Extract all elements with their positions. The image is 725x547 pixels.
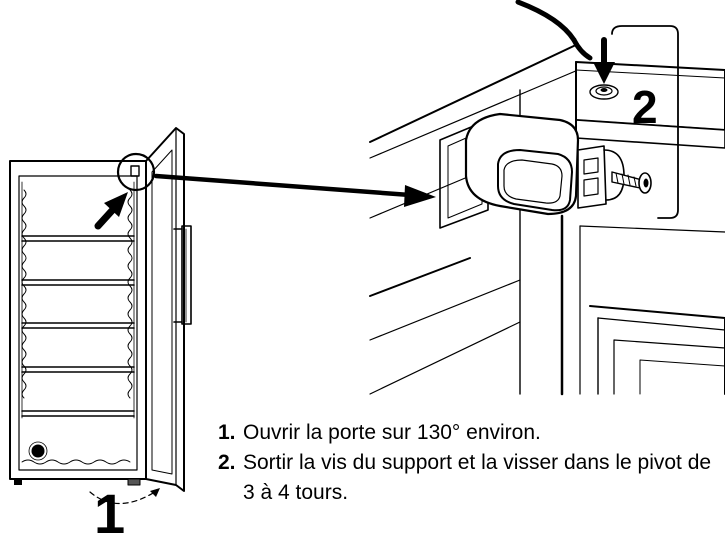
step-number: 2. xyxy=(218,451,236,474)
callout-step-1: 1 xyxy=(94,482,126,545)
callout-step-2: 2 xyxy=(632,81,658,133)
step-item: 2. Sortir la vis du support et la visser… xyxy=(218,448,723,508)
step-text: Ouvrir la porte sur 130° environ. xyxy=(243,421,541,444)
instruction-steps: 1. Ouvrir la porte sur 130° environ. 2. … xyxy=(218,418,723,508)
step-item: 1. Ouvrir la porte sur 130° environ. xyxy=(218,418,723,448)
hinge-detail-illustration xyxy=(369,0,725,396)
fridge-illustration xyxy=(9,127,192,505)
step-number: 1. xyxy=(218,421,236,444)
pointer-arrow xyxy=(153,173,436,207)
step-text: Sortir la vis du support et la visser da… xyxy=(243,451,712,504)
